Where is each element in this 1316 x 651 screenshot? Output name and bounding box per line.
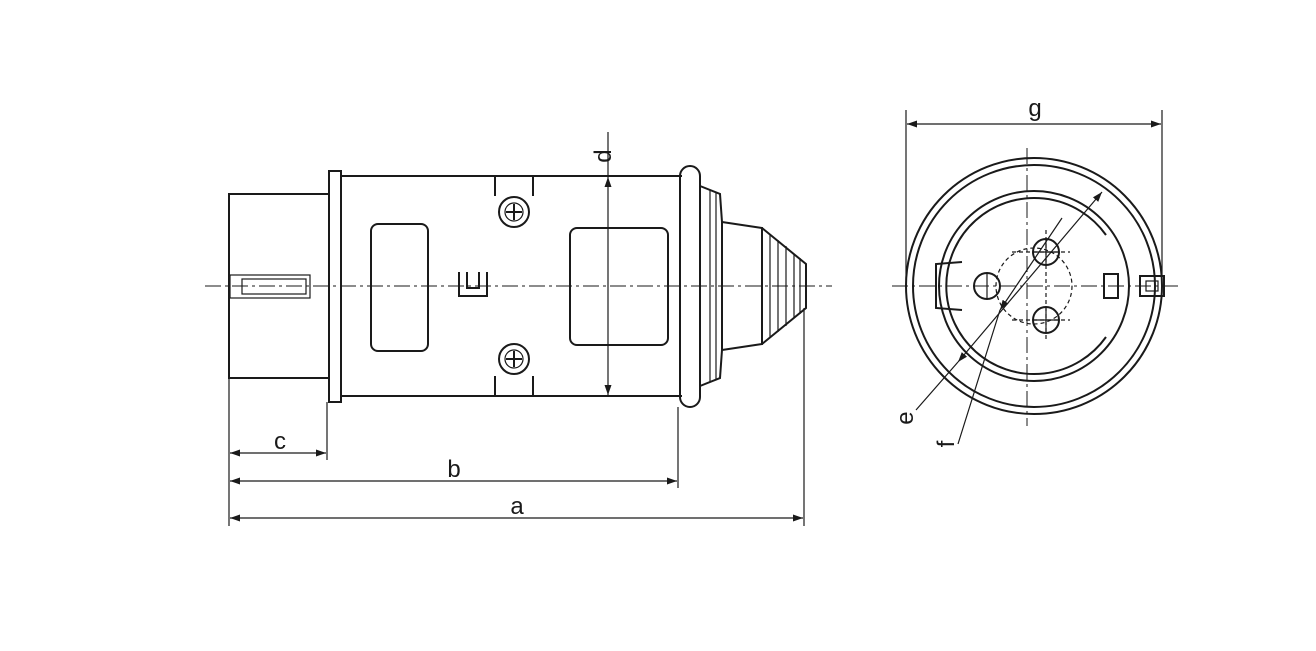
screw-bottom-icon bbox=[498, 343, 530, 375]
extension-lines-g bbox=[905, 110, 1163, 286]
key-lug bbox=[1103, 273, 1119, 299]
label-window-left bbox=[370, 223, 429, 352]
screw-notch-bottom bbox=[494, 376, 534, 396]
screw-top-icon bbox=[498, 196, 530, 228]
dim-label-e: e bbox=[892, 411, 919, 424]
gland-ribs bbox=[709, 190, 801, 382]
gland-nut bbox=[721, 221, 763, 351]
screw-notch-top bbox=[494, 176, 534, 196]
extension-lines bbox=[228, 132, 805, 526]
keyway bbox=[935, 261, 963, 311]
dim-label-a: a bbox=[510, 493, 524, 520]
dim-label-c: c bbox=[274, 428, 286, 455]
dim-label-f: f bbox=[933, 440, 960, 447]
dim-leaders bbox=[915, 309, 1001, 445]
outer-ring-inner bbox=[912, 164, 1156, 408]
coupling-ring bbox=[679, 165, 701, 408]
key-slot-inner bbox=[241, 278, 307, 295]
dim-line-e bbox=[957, 191, 1103, 363]
gland-body bbox=[699, 185, 723, 387]
side-view: c b a d bbox=[205, 132, 832, 526]
front-view: e f g bbox=[892, 95, 1180, 447]
flange bbox=[328, 170, 342, 403]
dim-label-b: b bbox=[447, 456, 460, 483]
latch-tab bbox=[1139, 275, 1165, 297]
dim-label-g: g bbox=[1028, 95, 1041, 122]
hook-symbol bbox=[458, 272, 488, 297]
label-window-right bbox=[569, 227, 669, 346]
dim-label-d: d bbox=[590, 149, 617, 162]
gland-cone bbox=[761, 227, 807, 345]
key-slot bbox=[229, 274, 311, 299]
latch-tab-inner bbox=[1145, 280, 1159, 292]
dim-line-f bbox=[999, 217, 1063, 311]
inner-ring bbox=[938, 190, 1130, 382]
main-body-outline bbox=[341, 175, 682, 397]
